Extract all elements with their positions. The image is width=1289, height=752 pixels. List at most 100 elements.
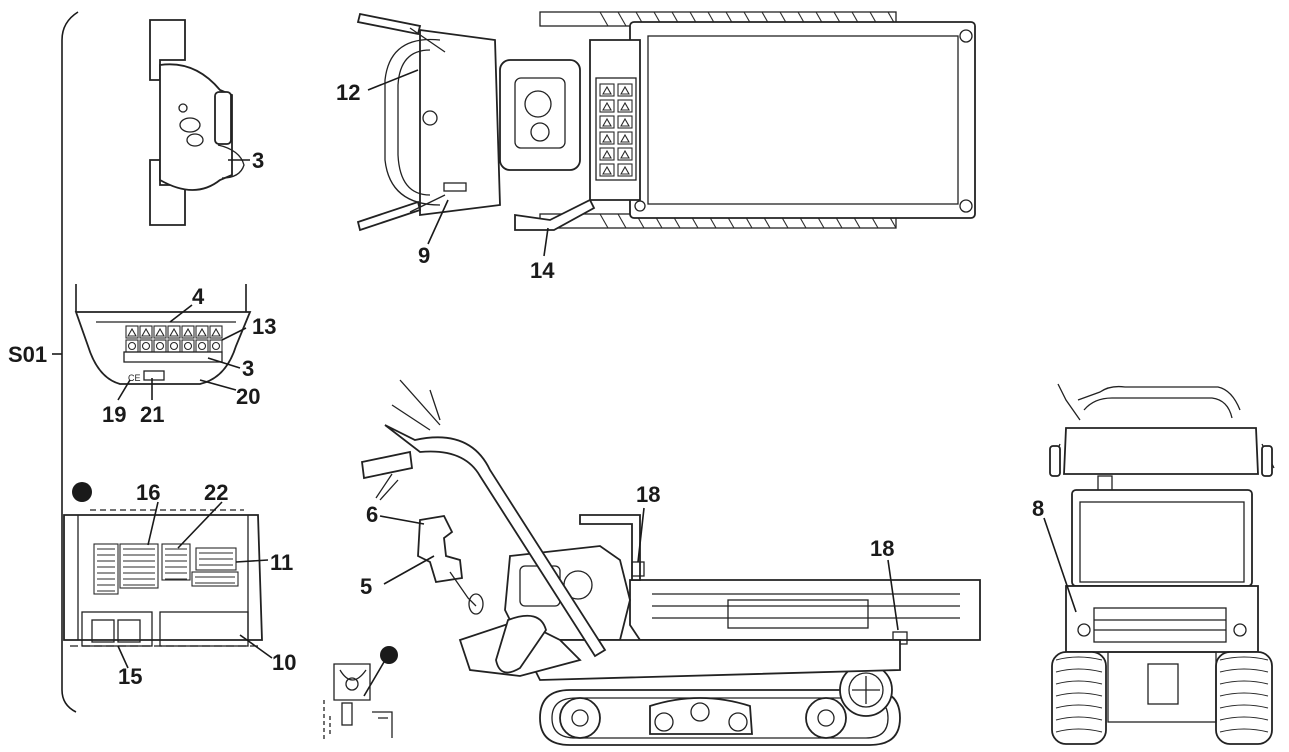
tread-mark bbox=[1219, 728, 1269, 733]
callout-18-lower: 18 bbox=[870, 536, 894, 561]
warning-label-cell bbox=[617, 147, 633, 161]
warning-triangle-icon bbox=[620, 85, 630, 95]
symbol-icon bbox=[183, 341, 193, 351]
warning-label-cell bbox=[139, 325, 153, 339]
warning-triangle-icon bbox=[620, 117, 630, 127]
symbol-icon bbox=[211, 341, 221, 351]
section-label-s01: S01 bbox=[8, 342, 47, 367]
tread-mark bbox=[599, 11, 609, 27]
callout-9: 9 bbox=[418, 243, 430, 268]
callout-12: 12 bbox=[336, 80, 360, 105]
tread-mark bbox=[1219, 704, 1269, 709]
warning-triangle-icon bbox=[127, 327, 137, 337]
tread-mark bbox=[617, 213, 627, 229]
decal-blocks bbox=[93, 543, 239, 595]
warning-triangle-icon bbox=[155, 327, 165, 337]
top-plan-view: 12 9 14 bbox=[336, 11, 976, 283]
callout-20: 20 bbox=[236, 384, 260, 409]
warning-triangle-icon bbox=[141, 327, 151, 337]
callout-19: 19 bbox=[102, 402, 126, 427]
warning-label-grid bbox=[599, 83, 633, 177]
symbol-icon bbox=[141, 341, 151, 351]
front-view: 8 bbox=[1032, 383, 1275, 745]
tread-mark bbox=[1219, 680, 1269, 685]
warning-label-cell bbox=[599, 163, 615, 177]
warning-label-cell bbox=[617, 131, 633, 145]
warning-triangle-icon bbox=[602, 85, 612, 95]
rear-panel-detail: CE 4 13 3 20 19 21 bbox=[74, 284, 276, 427]
warning-label-cell bbox=[599, 147, 615, 161]
tread-mark bbox=[1055, 716, 1103, 721]
warning-triangle-icon bbox=[620, 165, 630, 175]
warning-label-cell bbox=[195, 325, 209, 339]
warning-label-cell bbox=[167, 325, 181, 339]
callout-21: 21 bbox=[140, 402, 164, 427]
warning-triangle-icon bbox=[211, 327, 221, 337]
callout-11: 11 bbox=[270, 550, 293, 575]
tread-mark bbox=[1219, 692, 1269, 697]
warning-triangle-icon bbox=[602, 133, 612, 143]
small-detail-view bbox=[323, 646, 398, 740]
warning-label-grid bbox=[125, 325, 223, 353]
decal-block bbox=[195, 547, 237, 571]
warning-triangle-icon bbox=[602, 165, 612, 175]
callout-3: 3 bbox=[242, 356, 254, 381]
decal-block bbox=[161, 543, 191, 581]
decal-block bbox=[93, 543, 119, 595]
callout-10: 10 bbox=[272, 650, 296, 675]
warning-label-cell bbox=[617, 115, 633, 129]
tread-mark bbox=[1219, 716, 1269, 721]
warning-triangle-icon bbox=[620, 101, 630, 111]
callout-16: 16 bbox=[136, 480, 160, 505]
warning-label-cell bbox=[617, 163, 633, 177]
callout-4: 4 bbox=[192, 284, 205, 309]
tread-mark bbox=[1055, 692, 1103, 697]
marker-dot bbox=[380, 646, 398, 664]
callout-8: 8 bbox=[1032, 496, 1044, 521]
callout-18-upper: 18 bbox=[636, 482, 660, 507]
warning-label-cell bbox=[209, 325, 223, 339]
warning-label-cell bbox=[181, 325, 195, 339]
callout-6: 6 bbox=[366, 502, 378, 527]
tread-mark bbox=[1055, 668, 1103, 673]
warning-label-cell bbox=[125, 325, 139, 339]
warning-triangle-icon bbox=[197, 327, 207, 337]
marker-dot bbox=[72, 482, 92, 502]
callout-22: 22 bbox=[204, 480, 228, 505]
tread-mark bbox=[599, 213, 609, 229]
callout-7: 3 bbox=[252, 148, 264, 173]
tread-mark bbox=[1219, 668, 1269, 673]
tread-mark bbox=[1219, 656, 1269, 661]
warning-label-cell bbox=[599, 131, 615, 145]
warning-label-cell bbox=[153, 325, 167, 339]
symbol-icon bbox=[197, 341, 207, 351]
warning-label-cell bbox=[599, 99, 615, 113]
symbol-icon bbox=[155, 341, 165, 351]
callout-5: 5 bbox=[360, 574, 372, 599]
front-bed-detail: 16 22 11 10 15 bbox=[63, 480, 296, 689]
warning-triangle-icon bbox=[602, 117, 612, 127]
symbol-icon bbox=[127, 341, 137, 351]
tread-mark bbox=[1055, 704, 1103, 709]
tread-mark bbox=[1055, 656, 1103, 661]
warning-triangle-icon bbox=[602, 101, 612, 111]
wheel-treads bbox=[1055, 656, 1269, 733]
warning-triangle-icon bbox=[620, 149, 630, 159]
symbol-icon bbox=[169, 341, 179, 351]
s01-bracket: S01 bbox=[8, 11, 79, 713]
tread-mark bbox=[617, 11, 627, 27]
warning-label-cell bbox=[599, 115, 615, 129]
warning-label-cell bbox=[617, 99, 633, 113]
decal-block bbox=[191, 571, 239, 587]
tread-mark bbox=[1055, 728, 1103, 733]
side-view: 6 5 18 18 bbox=[360, 379, 981, 746]
warning-triangle-icon bbox=[620, 133, 630, 143]
callout-15: 15 bbox=[118, 664, 142, 689]
warning-triangle-icon bbox=[602, 149, 612, 159]
tread-mark bbox=[1055, 680, 1103, 685]
warning-triangle-icon bbox=[183, 327, 193, 337]
callout-14: 14 bbox=[530, 258, 555, 283]
warning-triangle-icon bbox=[169, 327, 179, 337]
callout-13: 13 bbox=[252, 314, 276, 339]
